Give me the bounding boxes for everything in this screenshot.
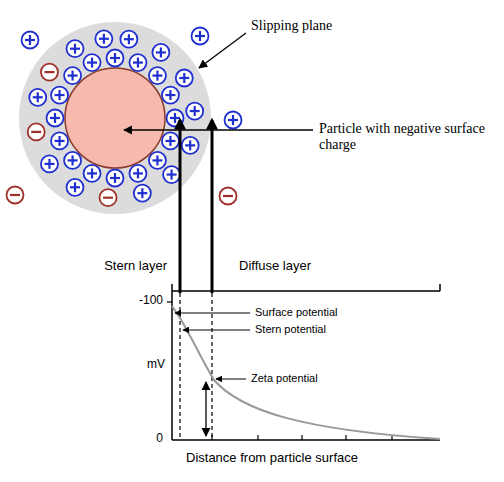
curve-label: Zeta potential (250, 372, 319, 385)
cation-symbol (163, 166, 180, 183)
cation-symbol (134, 185, 151, 202)
cation-symbol (152, 44, 169, 61)
bracket-tick (439, 284, 441, 291)
stern-plane-line (179, 293, 180, 440)
axis-value: 0 (155, 432, 164, 446)
layer-label: Diffuse layer (238, 259, 312, 274)
cation-symbol (186, 103, 203, 120)
slip-plane-line (211, 293, 212, 440)
cation-symbol (95, 30, 112, 47)
anion-symbol (41, 64, 58, 81)
axis-title: Distance from particle surface (185, 451, 359, 466)
cation-symbol (107, 50, 124, 67)
y-tick (167, 301, 172, 302)
stern-arrow (179, 120, 182, 293)
anion-symbol (7, 187, 24, 204)
potential-curve (172, 306, 440, 439)
cation-symbol (64, 152, 81, 169)
cation-symbol (182, 137, 199, 154)
cation-symbol (192, 28, 209, 45)
cation-symbol (67, 179, 84, 196)
curve-label: Stern potential (254, 323, 327, 336)
callout-label: Slipping plane (250, 18, 333, 34)
layer-bracket (172, 290, 440, 292)
cation-symbol (51, 132, 68, 149)
cation-symbol (84, 165, 101, 182)
leader-line (183, 330, 250, 331)
cation-symbol (149, 67, 166, 84)
slipping-plane-halo (19, 22, 211, 214)
cation-symbol (149, 152, 166, 169)
ion-group (7, 28, 242, 207)
anion-symbol (28, 123, 45, 140)
curve-label: Surface potential (254, 306, 339, 319)
leader-line (199, 33, 246, 68)
zeta-span-arrow (205, 382, 206, 436)
layer-label: Stern layer (103, 259, 168, 274)
axis-unit: mV (146, 358, 166, 372)
cation-symbol (129, 165, 146, 182)
cation-symbol (22, 32, 39, 49)
anion-symbol (220, 188, 237, 205)
slip-arrow (211, 120, 214, 293)
cation-symbol (120, 31, 137, 48)
cation-symbol (162, 132, 179, 149)
cation-symbol (129, 54, 146, 71)
cation-symbol (84, 54, 101, 71)
cation-symbol (67, 40, 84, 57)
leader-line (216, 379, 246, 380)
cation-symbol (176, 70, 193, 87)
leader-line (124, 129, 313, 130)
leader-line (175, 313, 250, 314)
cation-symbol (29, 89, 46, 106)
anion-symbol (100, 189, 117, 206)
cation-symbol (162, 87, 179, 104)
cation-symbol (107, 170, 124, 187)
x-ticks (212, 435, 392, 440)
axis-value: -100 (138, 294, 164, 308)
cation-symbol (47, 110, 64, 127)
cation-symbol (225, 112, 242, 129)
cation-symbol (51, 87, 68, 104)
cation-symbol (41, 155, 58, 172)
callout-label: Particle with negative surface charge (318, 121, 500, 153)
particle (65, 68, 165, 168)
cation-symbol (64, 67, 81, 84)
